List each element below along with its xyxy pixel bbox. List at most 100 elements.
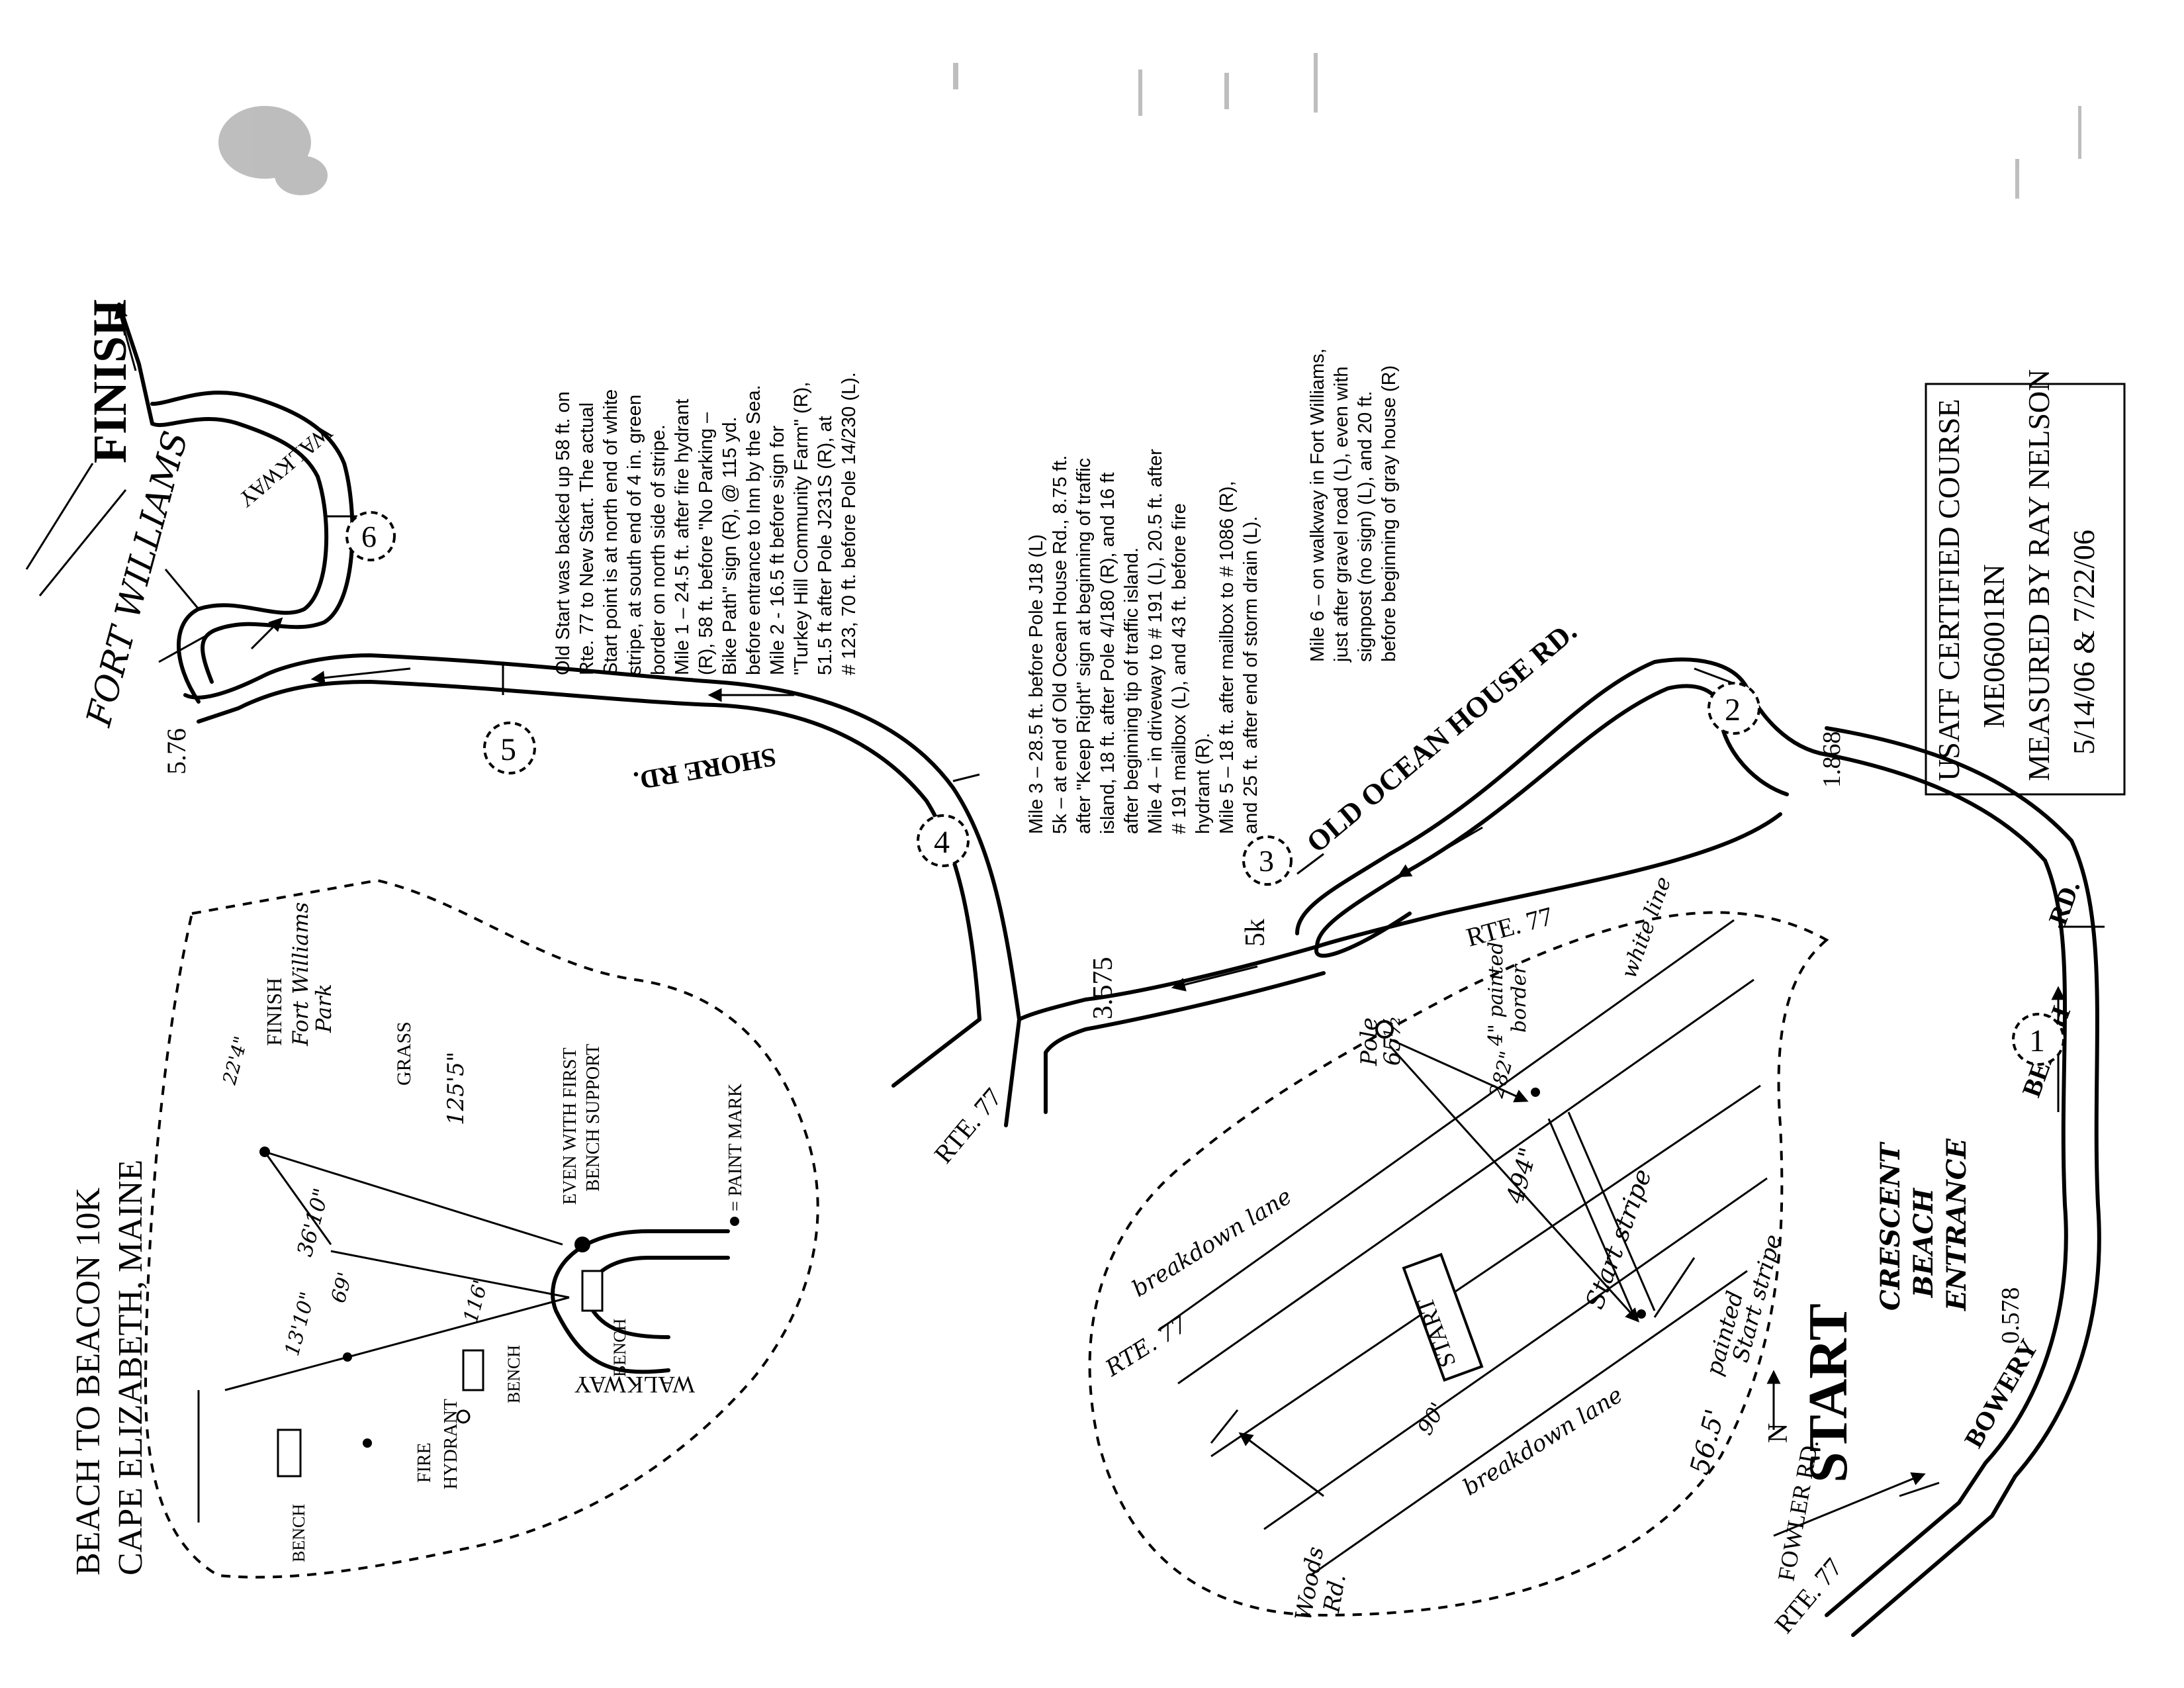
cert-line3: MEASURED BY RAY NELSON [2022, 369, 2056, 781]
inset-fire-2: HYDRANT [441, 1399, 461, 1489]
svg-text:6: 6 [361, 520, 377, 553]
svg-text:border on north side of stripe: border on north side of stripe. [648, 424, 669, 675]
dist-56-5: 56.5' [1684, 1406, 1731, 1478]
svg-text:after "Keep Right" sign at beg: after "Keep Right" sign at beginning of … [1073, 458, 1095, 834]
svg-text:# 123, 70 ft. before Pole 14/2: # 123, 70 ft. before Pole 14/230 (L). [839, 372, 860, 675]
five-k-label: 5k [1240, 919, 1271, 947]
svg-text:stripe, at south end of 4 in.: stripe, at south end of 4 in. green [624, 395, 645, 675]
inset-bench-a: BENCH [504, 1345, 523, 1403]
svg-text:2: 2 [1725, 692, 1741, 727]
svg-text:5k – at end of Old Ocean House: 5k – at end of Old Ocean House Rd., 8.75… [1050, 455, 1071, 834]
inset-walkway: WALKWAY [574, 1372, 695, 1398]
svg-text:and 25 ft. after end of storm: and 25 ft. after end of storm drain (L). [1240, 516, 1261, 834]
svg-text:Mile 4 – in driveway to # 191: Mile 4 – in driveway to # 191 (L), 20.5 … [1145, 449, 1166, 834]
inset-dist-1255: 125'5" [443, 1051, 469, 1125]
cert-box [1925, 383, 2126, 796]
pole-number: 65½ [1379, 1015, 1406, 1066]
painted-border-1: 4" painted [1484, 942, 1508, 1047]
road-rte77-b: RTE. 77 [928, 1082, 1007, 1169]
breakdown-lane-top: breakdown lane [1128, 1183, 1297, 1302]
title-line2: CAPE ELIZABETH, MAINE [112, 1160, 150, 1575]
road-rte77-a: RTE. 77 [1463, 901, 1556, 953]
inset-dist-69: 69' [327, 1270, 357, 1305]
inset-dist-2234: 22'4" [218, 1034, 252, 1088]
inset-bench-b: BENCH [610, 1319, 629, 1377]
svg-text:signpost (no sign) (L), and 20: signpost (no sign) (L), and 20 ft. [1355, 391, 1376, 662]
svg-text:Rte. 77 to New Start. The actu: Rte. 77 to New Start. The actual [576, 402, 598, 675]
svg-text:1: 1 [2029, 1023, 2045, 1058]
svg-text:5: 5 [500, 732, 516, 767]
svg-text:Mile 5 – 18 ft. after mailbox: Mile 5 – 18 ft. after mailbox to # 1086 … [1216, 481, 1238, 834]
road-rd: RD. [2042, 876, 2085, 929]
road-fowler: FOWLER RD. [1772, 1438, 1823, 1583]
inset-finish: FINISH [262, 978, 286, 1046]
svg-text:3: 3 [1259, 844, 1274, 878]
inset-even-2: BENCH SUPPORT [583, 1044, 604, 1192]
dist-0578: 0.578 [1997, 1288, 2025, 1344]
finish-label: FINISH [83, 299, 136, 463]
mile-3-marker: 3 [1242, 835, 1293, 886]
inset-park-2: Park [311, 984, 336, 1033]
cert-line2: ME06001RN [1977, 564, 2011, 728]
start-inset-rte77: RTE. 77 [1101, 1311, 1193, 1382]
svg-text:(R), 58 ft. before "No Parking: (R), 58 ft. before "No Parking – [696, 412, 717, 675]
mile-1-marker: 1 [2012, 1013, 2065, 1066]
svg-text:Mile 2 - 16.5 ft before sign f: Mile 2 - 16.5 ft before sign for [767, 425, 788, 675]
inset-dist-3610: 36'10" [292, 1186, 334, 1259]
svg-text:51.5 ft after Pole J231S (R),: 51.5 ft after Pole J231S (R), at [815, 416, 836, 675]
svg-text:ENTRANCE: ENTRANCE [1941, 1139, 1972, 1311]
svg-text:before entrance to Inn by the: before entrance to Inn by the Sea. [743, 385, 764, 675]
inset-dist-1310: 13'10" [281, 1289, 320, 1358]
white-line-label: white line [1616, 873, 1676, 982]
mile-2-marker: 2 [1707, 682, 1760, 735]
inset-even-1: EVEN WITH FIRST [560, 1048, 580, 1205]
svg-text:Mile 3 – 28.5 ft. before Pole: Mile 3 – 28.5 ft. before Pole J18 (L) [1026, 534, 1047, 834]
svg-text:"Turkey Hill Community Farm" (: "Turkey Hill Community Farm" (R), [791, 382, 812, 675]
inset-dist-116: 116' [459, 1278, 493, 1325]
svg-text:Bike Path" sign (R), @ 115 yd.: Bike Path" sign (R), @ 115 yd. [719, 416, 741, 675]
notes-mile3-5: Mile 3 – 28.5 ft. before Pole J18 (L) 5k… [1026, 449, 1261, 834]
svg-text:Mile 6 – on walkway in Fort Wi: Mile 6 – on walkway in Fort Williams, [1307, 348, 1328, 662]
start-label: START [1797, 1303, 1859, 1483]
svg-text:CRESCENT: CRESCENT [1875, 1141, 1906, 1311]
north-label: N [1763, 1423, 1794, 1443]
inset-grass: GRASS [393, 1021, 415, 1086]
notes-mile6: Mile 6 – on walkway in Fort Williams, ju… [1307, 348, 1400, 663]
cert-line4: 5/14/06 & 7/22/06 [2067, 530, 2101, 755]
inset-fire-1: FIRE [414, 1442, 435, 1483]
dist-1868: 1.868 [1818, 731, 1846, 788]
inset-paint-mark: = PAINT MARK [725, 1084, 746, 1211]
svg-text:BEACH: BEACH [1908, 1188, 1939, 1298]
notes-old-start: Old Start was backed up 58 ft. on Rte. 7… [553, 372, 860, 675]
inset-bench-c: BENCH [289, 1504, 308, 1562]
svg-text:after beginning tip of traffic: after beginning tip of traffic island. [1121, 547, 1142, 834]
start-inset [1088, 911, 1829, 1617]
mile-5-marker: 5 [483, 722, 536, 774]
svg-text:Start point is at north end of: Start point is at north end of white [600, 389, 621, 675]
road-fort-williams: FORT WILLIAMS [79, 427, 196, 731]
svg-text:Old Start was backed up 58 ft.: Old Start was backed up 58 ft. on [553, 391, 574, 675]
dist-282: 282" [1485, 1049, 1520, 1101]
dist-494: 494" [1502, 1145, 1543, 1207]
painted-border-2: border [1508, 963, 1531, 1033]
cert-line1: USATF CERTIFIED COURSE [1932, 399, 1966, 781]
svg-text:hydrant (R).: hydrant (R). [1193, 733, 1214, 834]
dist-576: 5.76 [161, 728, 191, 774]
crescent-beach-entrance: CRESCENT BEACH ENTRANCE [1875, 1139, 1972, 1311]
mile-6-marker: 6 [345, 511, 396, 561]
svg-text:before beginning of gray house: before beginning of gray house (R) [1379, 365, 1400, 662]
road-shore: SHORE RD. [631, 742, 778, 796]
svg-text:Mile 1 – 24.5 ft. after fire h: Mile 1 – 24.5 ft. after fire hydrant [672, 399, 693, 675]
finish-inset [144, 878, 819, 1579]
pole-label: Pole [1356, 1017, 1383, 1066]
mile-4-marker: 4 [917, 814, 970, 867]
svg-text:just after gravel road (L), ev: just after gravel road (L), even with [1331, 367, 1352, 663]
svg-text:4: 4 [934, 825, 950, 860]
svg-text:# 191 mailbox (L), and 43 ft.: # 191 mailbox (L), and 43 ft. before fir… [1169, 503, 1190, 834]
scan-smudge [218, 53, 2081, 199]
inset-park-1: Fort Williams [288, 902, 313, 1047]
dist-3575: 3.575 [1088, 957, 1118, 1020]
breakdown-lane-bottom: breakdown lane [1459, 1382, 1627, 1501]
title-line1: BEACH TO BEACON 10K [69, 1188, 107, 1575]
